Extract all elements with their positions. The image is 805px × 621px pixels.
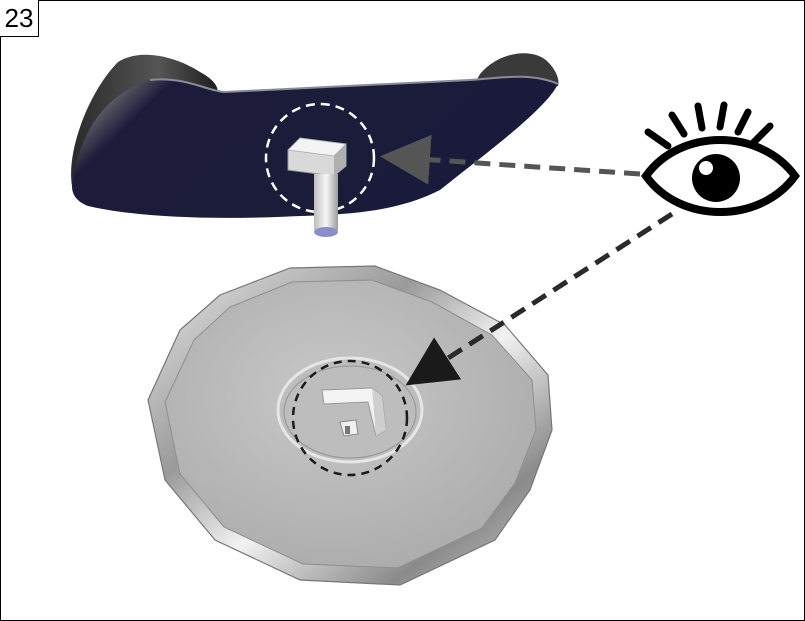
step-number: 23 [0, 0, 39, 37]
eye-icon [646, 105, 795, 212]
display-panel [71, 53, 558, 237]
stand-base [148, 266, 552, 585]
